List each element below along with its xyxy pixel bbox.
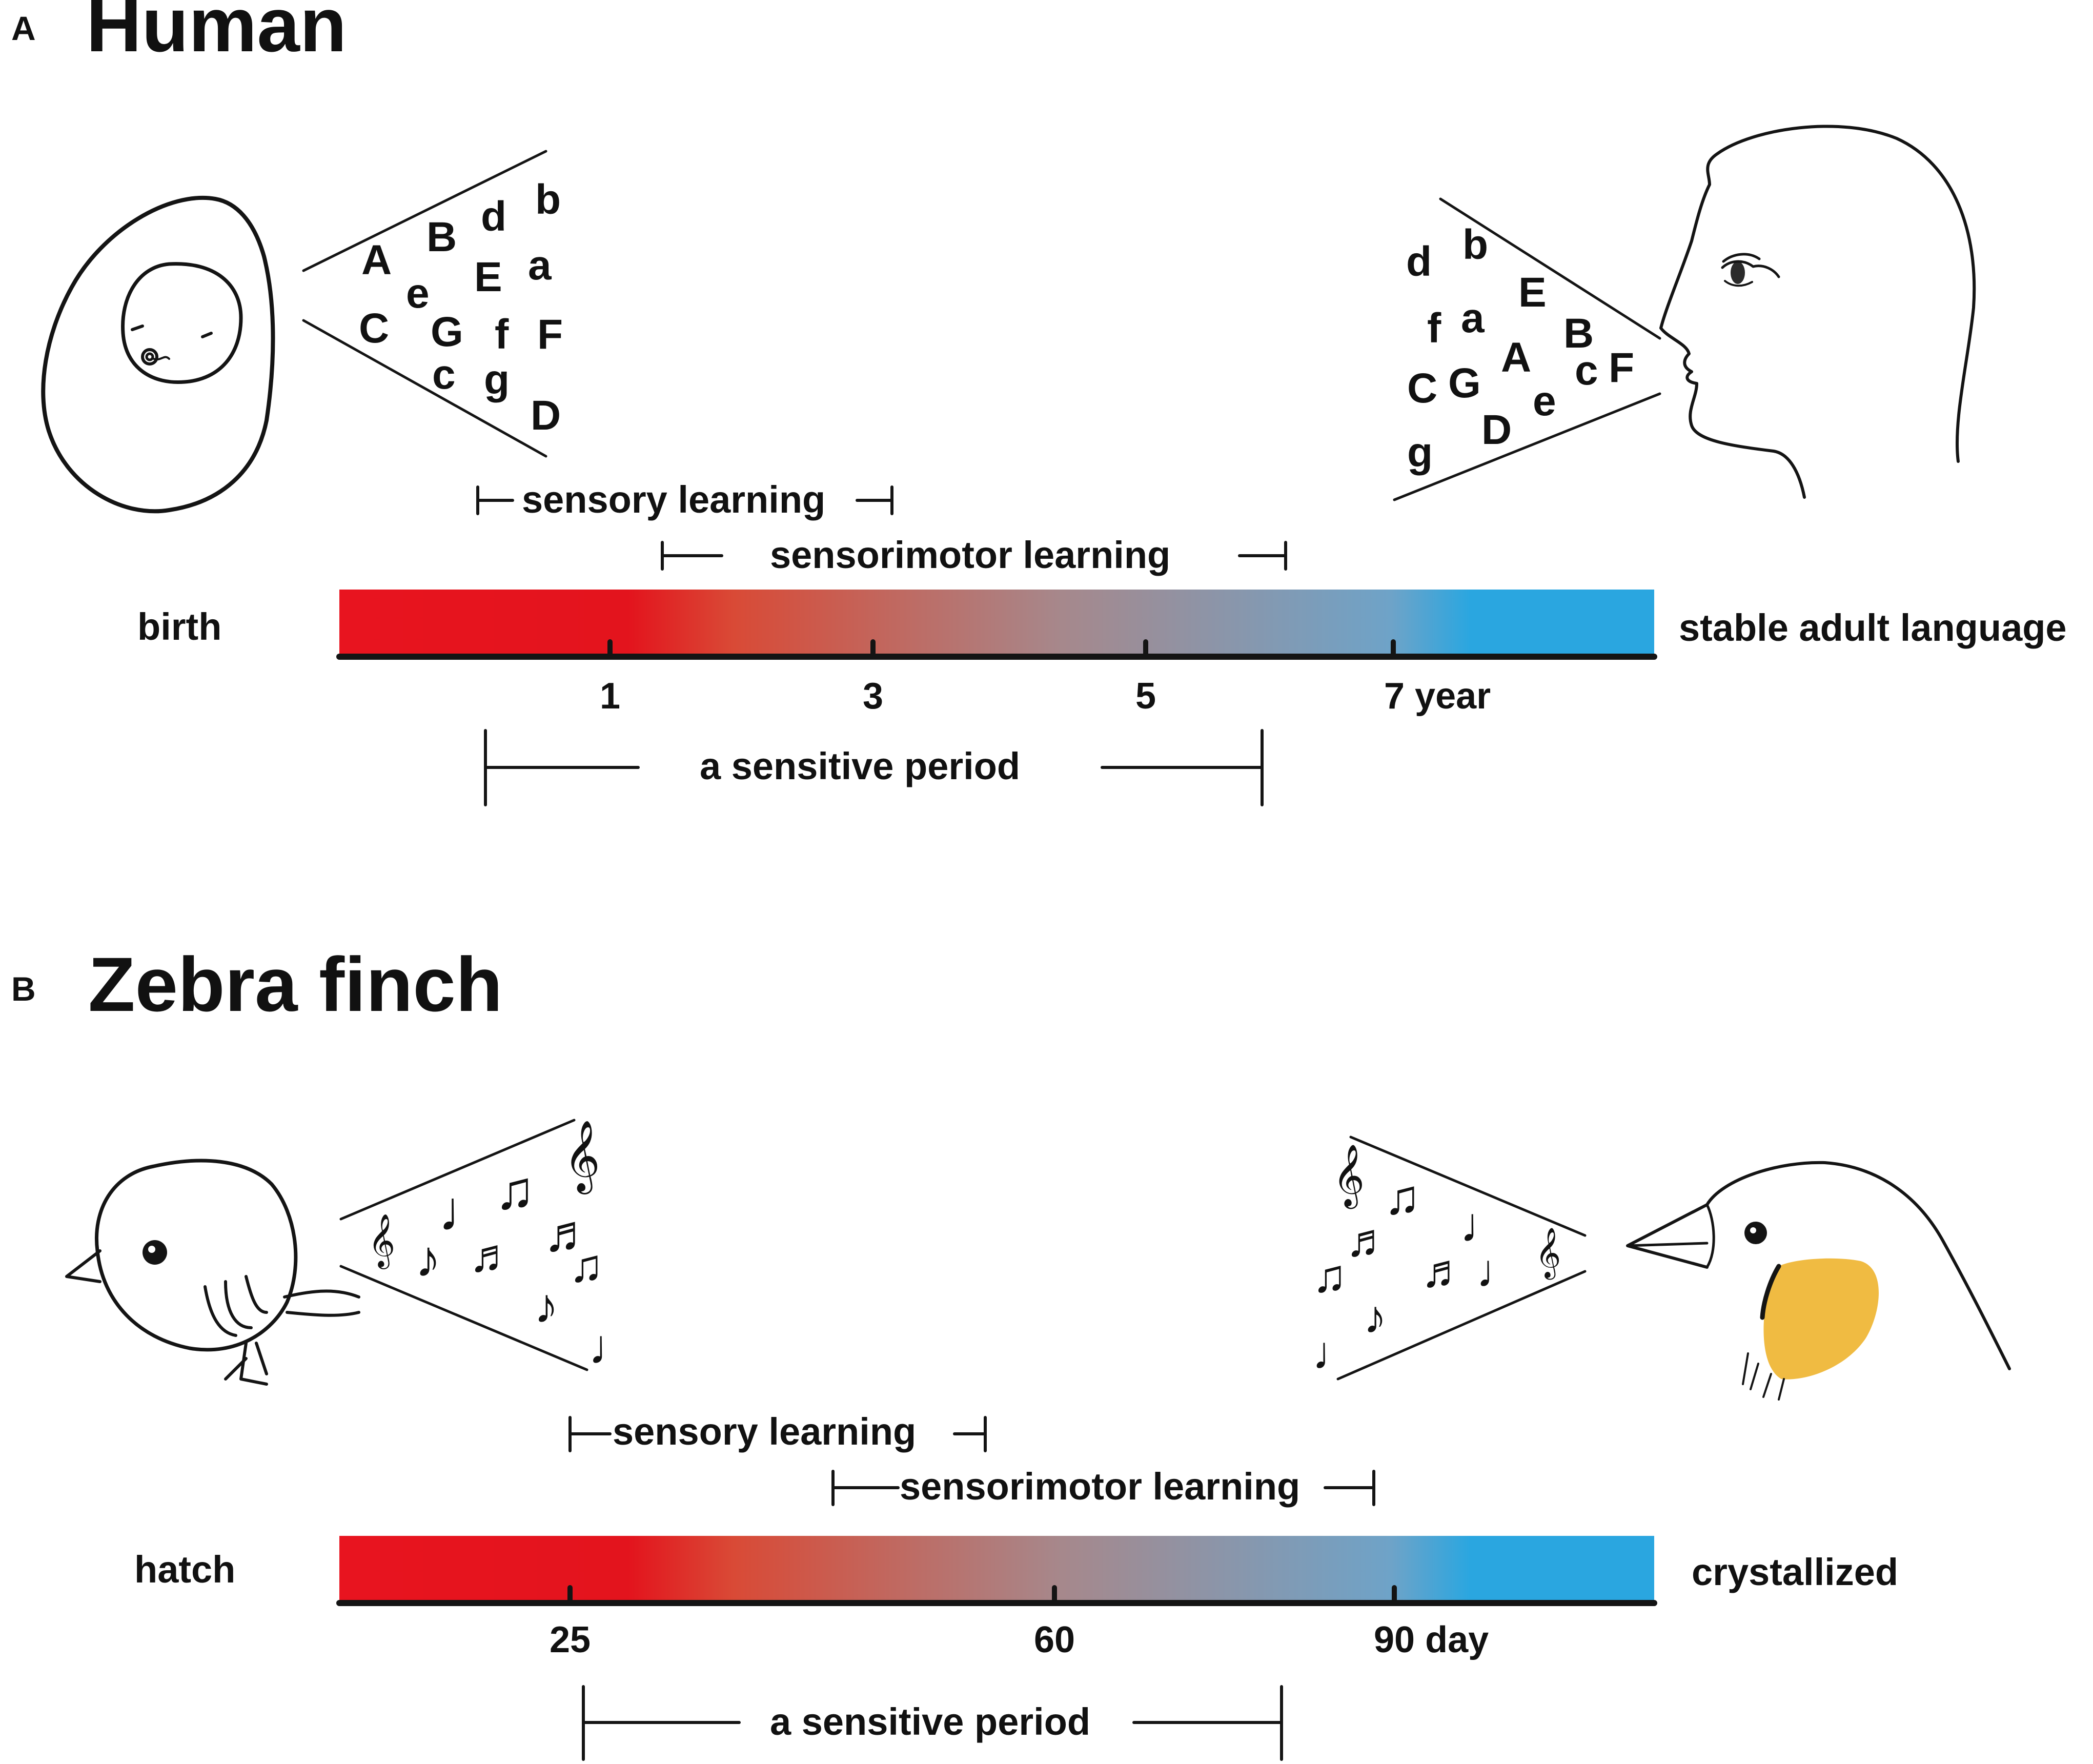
sensory-learning-bracket: sensory learning [476,478,893,521]
adult-letter-cone: d b E f a B A c F C G e D g [1393,197,1661,501]
sensorimotor-learning-bracket: sensorimotor learning [661,534,1287,576]
panel-a-title: Human [86,0,347,68]
cone-letter: e [406,270,430,317]
tick-label: 90 day [1374,1619,1489,1660]
sensory-learning-label: sensory learning [522,478,825,521]
chick-music-cone: 𝄞 𝄞 ♩ ♫ ♬ ♪ ♬ ♫ ♪ ♩ [339,1119,637,1374]
timeline-end-label: stable adult language [1679,606,2067,649]
beamed-sixteenth-notes-icon: ♬ [469,1230,515,1282]
cone-letter: f [495,311,509,358]
cone-letter: d [481,193,506,240]
panel-b-title: Zebra finch [88,941,502,1027]
adult-head-icon [1659,125,1976,499]
panel-a-letter: A [11,9,36,47]
quarter-note-icon: ♩ [438,1180,495,1243]
cone-letter: G [1448,360,1481,407]
tick-label: 3 [863,676,883,717]
eighth-note-icon: ♪ [534,1279,559,1333]
beamed-notes-icon: ♫ [1312,1251,1347,1302]
panel-b: B Zebra finch 𝄞 𝄞 ♩ ♫ ♬ ♪ ♬ ♫ ♪ ♩ [11,941,2011,1761]
beamed-sixteenth-notes-icon: ♬ [1346,1215,1392,1266]
cone-letter: f [1427,305,1441,352]
timeline-start-label: hatch [134,1548,235,1591]
development-gradient-bar [339,1536,1654,1603]
cheek-patch [1763,1258,1879,1380]
infant-letter-cone: A B d b e E a C G f F c g D [302,150,563,458]
quarter-note-icon: ♩ [1460,1198,1509,1252]
timeline-end-label: crystallized [1692,1551,1898,1593]
cone-letter: A [361,237,392,283]
cone-letter: B [426,214,457,260]
tick-label: 1 [600,676,620,717]
sensorimotor-learning-label: sensorimotor learning [770,534,1170,576]
cone-letter: G [431,309,463,355]
beamed-notes-icon: ♫ [1384,1170,1420,1225]
cone-letter: g [1407,429,1433,476]
cone-letter: F [1609,344,1634,391]
sensitive-period-bracket: a sensitive period [582,1685,1283,1761]
chick-icon [65,1159,360,1386]
sensitive-period-label: a sensitive period [770,1700,1090,1743]
tick-label: 60 [1034,1619,1075,1660]
sensitive-period-label: a sensitive period [700,745,1020,787]
cone-letter: a [1461,295,1485,341]
tick-label: 7 year [1384,676,1491,717]
cone-letter: g [484,356,510,403]
finch-music-cone: 𝄞 ♫ ♩ ♬ 𝄞 ♫ ♬ ♩ ♪ ♩ [1312,1136,1587,1381]
eighth-note-icon: ♪ [1364,1292,1387,1343]
quarter-note-icon: ♩ [588,1320,637,1374]
zebra-finch-icon [1626,1161,2011,1401]
sensorimotor-learning-bracket: sensorimotor learning [831,1465,1375,1508]
treble-clef-icon: 𝄞 [368,1214,395,1269]
sensory-learning-bracket: sensory learning [568,1410,987,1453]
cone-letter: E [474,254,502,300]
beamed-sixteenth-notes-icon: ♬ [543,1205,595,1262]
cone-letter: c [1575,347,1598,394]
beamed-notes-icon: ♫ [569,1241,604,1292]
development-gradient-bar [339,590,1654,656]
cone-letter: c [432,351,456,398]
cone-letter: e [1533,378,1556,424]
cone-letter: E [1518,269,1547,316]
sensorimotor-learning-label: sensorimotor learning [900,1465,1300,1508]
quarter-note-icon: ♩ [1312,1328,1358,1379]
cone-letter: b [1462,221,1488,268]
treble-clef-icon: 𝄞 [564,1121,600,1194]
timeline-start-label: birth [137,605,221,648]
cone-letter: D [1481,407,1512,453]
panel-b-letter: B [11,970,36,1008]
cone-letter: A [1501,334,1531,381]
treble-clef-icon: 𝄞 [1535,1228,1561,1280]
sensory-learning-label: sensory learning [613,1410,916,1453]
quarter-note-icon: ♩ [1476,1246,1522,1297]
infant-icon [41,195,275,514]
cone-letter: d [1406,238,1432,285]
panel-a: A Human A B d b e E a C G f F c [11,0,2067,806]
beamed-sixteenth-notes-icon: ♬ [1421,1246,1467,1297]
beamed-notes-icon: ♫ [495,1161,535,1221]
cone-letter: D [531,392,561,439]
cone-letter: b [535,176,561,223]
cone-letter: C [359,305,389,352]
cone-letter: B [1563,310,1594,357]
treble-clef-icon: 𝄞 [1333,1145,1365,1209]
cone-letter: a [528,242,552,289]
eighth-note-icon: ♪ [415,1230,441,1288]
cone-letter: F [537,311,563,358]
tick-label: 25 [550,1619,591,1660]
cone-letter: C [1407,365,1437,412]
tick-label: 5 [1135,676,1156,717]
sensitive-period-bracket: a sensitive period [484,729,1264,806]
